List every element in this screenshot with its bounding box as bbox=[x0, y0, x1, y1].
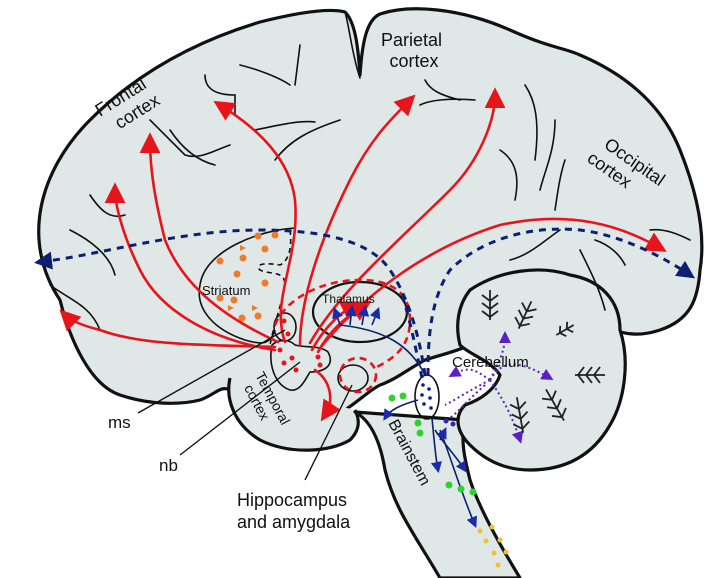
label-cerebellum: Cerebellum bbox=[452, 354, 529, 371]
red-dashed-arc bbox=[273, 278, 412, 370]
label-nb: nb bbox=[159, 456, 178, 475]
cerebellar-folia bbox=[481, 290, 605, 433]
spinal-cells bbox=[477, 524, 509, 568]
basal-forebrain-projections bbox=[59, 87, 667, 422]
temporal-lobe-outline bbox=[227, 377, 360, 452]
label-parietal-line2: cortex bbox=[389, 51, 438, 71]
label-hippocampus-line1: Hippocampus bbox=[237, 490, 347, 510]
brainstem-nucleus bbox=[414, 374, 440, 420]
brainstem-solid-projections bbox=[332, 304, 477, 528]
svg-text:Hippocampus and amygdala: Hippocampus and amygdala bbox=[237, 490, 352, 532]
cerebellar-dots bbox=[443, 418, 456, 427]
hippocampus-outline bbox=[337, 364, 369, 392]
label-parietal-line1: Parietal bbox=[381, 30, 442, 50]
hippocampus-dashed-target bbox=[338, 356, 378, 394]
brainstem-cholinergic-cells bbox=[388, 392, 477, 496]
cerebellar-projections bbox=[444, 331, 554, 444]
label-ms: ms bbox=[108, 413, 131, 432]
brainstem-dashed-projections bbox=[34, 227, 695, 379]
label-hippocampus-line2: and amygdala bbox=[237, 512, 351, 532]
svg-text:Parietal cortex: Parietal cortex bbox=[381, 30, 447, 71]
leader-lines bbox=[137, 329, 353, 481]
basal-forebrain-nuclei bbox=[270, 312, 332, 391]
striatal-interneurons bbox=[216, 231, 279, 322]
label-striatum: Striatum bbox=[202, 283, 250, 298]
sulci bbox=[49, 11, 691, 331]
label-thalamus: Thalamus bbox=[322, 292, 375, 306]
brainstem-nucleus-cells bbox=[420, 383, 433, 410]
brainstem-outline bbox=[353, 410, 522, 578]
